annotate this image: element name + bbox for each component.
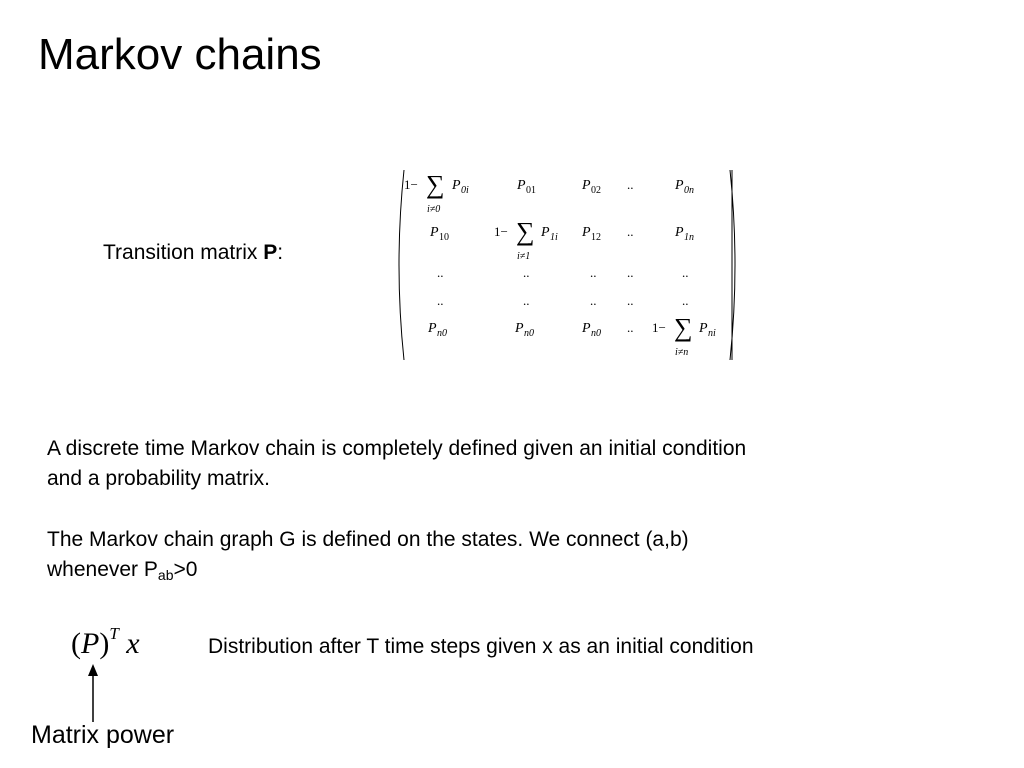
p-subscript: 12 [591,232,601,243]
sum-index: i≠1 [517,251,530,262]
formula-matrix-symbol: P [81,627,100,660]
paragraph-line: whenever Pab>0 [47,555,689,585]
p-symbol: P [581,321,591,336]
paragraph-line: and a probability matrix. [47,467,270,490]
matrix-cell-4-0: P n0 [427,321,447,339]
p-subscript: 0n [684,185,694,196]
matrix-dots: .. [682,265,689,280]
matrix-cell-4-1: P n0 [514,321,534,339]
matrix-cell-0-2: P 02 [581,178,601,196]
formula-open-paren: ( [71,627,81,660]
transition-matrix-colon: : [277,241,284,264]
matrix-power-label: Matrix power [31,721,175,749]
condition-prefix: whenever P [47,558,158,581]
transition-matrix-symbol: P [263,241,278,264]
p-symbol: P [540,225,550,240]
sum-icon: ∑ [426,170,445,199]
p-symbol: P [516,178,526,193]
matrix-dots: .. [627,320,634,335]
p-subscript: 01 [526,185,536,196]
matrix-dots: .. [627,224,634,239]
matrix-power-formula: (P)T x [71,624,140,664]
matrix-cell-0-0: 1− ∑ P 0i i≠0 [404,170,469,215]
matrix-dots: .. [523,293,530,308]
p-subscript: 1i [550,232,558,243]
formula-exponent: T [109,624,119,643]
up-arrow-icon [88,664,98,722]
one-minus: 1− [404,177,418,192]
p-subscript: n0 [437,328,447,339]
p-symbol: P [581,178,591,193]
formula-close-paren: ) [99,627,110,660]
p-symbol: P [581,225,591,240]
matrix-cell-4-4: 1− ∑ P ni i≠n [652,313,716,358]
condition-suffix: >0 [173,558,198,581]
matrix-left-paren [398,169,405,361]
p-subscript: n0 [524,328,534,339]
p-subscript: 02 [591,185,601,196]
p-symbol: P [674,178,684,193]
transition-matrix-label-text: Transition matrix [103,241,264,264]
p-symbol: P [451,178,461,193]
p-symbol: P [674,225,684,240]
transition-matrix-label: Transition matrix P: [103,240,283,266]
matrix-cell-0-1: P 01 [516,178,536,196]
matrix-cell-1-0: P 10 [429,225,449,243]
transition-matrix: 1− ∑ P 0i i≠0 P 01 P 02 .. P 0n P 10 1− … [398,169,736,361]
p-subscript: 10 [439,232,449,243]
matrix-dots: .. [523,265,530,280]
matrix-dots: .. [437,265,444,280]
sum-icon: ∑ [674,313,693,342]
matrix-cell-1-4: P 1n [674,225,694,243]
matrix-dots: .. [682,293,689,308]
paragraph-graph: The Markov chain graph G is defined on t… [47,525,689,585]
matrix-dots: .. [627,177,634,192]
condition-subscript: ab [157,567,174,583]
matrix-dots: .. [437,293,444,308]
matrix-cell-0-4: P 0n [674,178,694,196]
matrix-cell-1-2: P 12 [581,225,601,243]
paragraph-line: A discrete time Markov chain is complete… [47,437,747,460]
one-minus: 1− [652,320,666,335]
sum-index: i≠0 [427,204,440,215]
p-subscript: 0i [461,185,469,196]
paragraph-definition: A discrete time Markov chain is complete… [47,434,746,494]
p-symbol: P [427,321,437,336]
p-symbol: P [429,225,439,240]
matrix-cell-1-1: 1− ∑ P 1i i≠1 [494,217,558,262]
matrix-cell-4-2: P n0 [581,321,601,339]
matrix-dots: .. [627,265,634,280]
sum-icon: ∑ [516,217,535,246]
p-symbol: P [698,321,708,336]
matrix-dots: .. [627,293,634,308]
one-minus: 1− [494,224,508,239]
p-subscript: 1n [684,232,694,243]
matrix-dots: .. [590,265,597,280]
formula-vector-symbol: x [126,627,140,660]
slide-title: Markov chains [38,30,322,79]
paragraph-line: The Markov chain graph G is defined on t… [47,528,689,551]
p-subscript: ni [708,328,716,339]
sum-index: i≠n [675,347,688,358]
p-symbol: P [514,321,524,336]
p-subscript: n0 [591,328,601,339]
formula-caption: Distribution after T time steps given x … [208,635,754,658]
matrix-dots: .. [590,293,597,308]
